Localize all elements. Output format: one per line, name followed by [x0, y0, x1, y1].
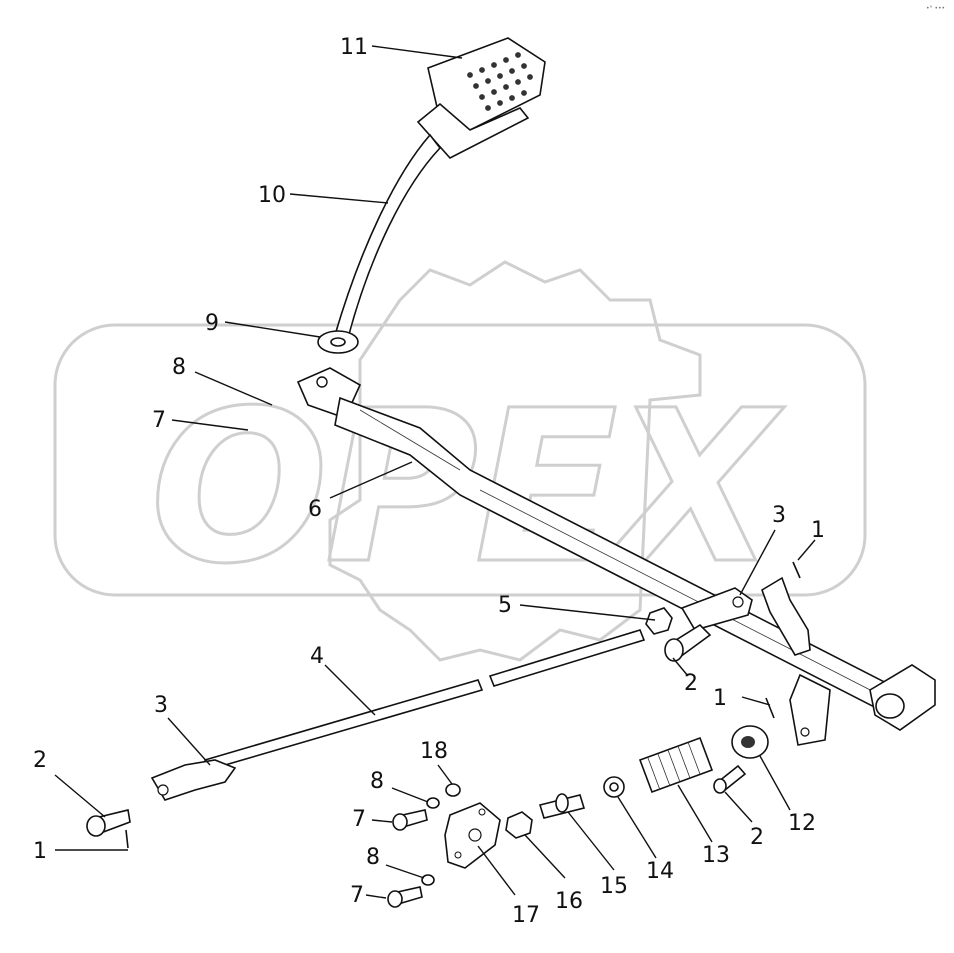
- bolt-7-middle: [392, 809, 428, 831]
- callout-18: 18: [420, 739, 448, 764]
- callout-15: 15: [600, 874, 628, 899]
- leader-lines: [54, 45, 816, 899]
- callout-1: 1: [811, 518, 825, 543]
- callout-8: 8: [370, 769, 384, 794]
- callout-14: 14: [646, 859, 674, 884]
- main-lever: [296, 367, 936, 746]
- callout-6: 6: [308, 497, 322, 522]
- mounting-plate-17: [444, 802, 501, 869]
- pedal-arm: [333, 133, 442, 339]
- callout-2: 2: [684, 671, 698, 696]
- cap-12: [731, 725, 769, 759]
- callout-10: 10: [258, 183, 286, 208]
- callout-labels: 11 10 9 8 7 6 3 1 5 2 4 3 1 2 1 18 8 7 8…: [33, 35, 825, 928]
- washer-9-hole: [330, 337, 346, 347]
- lever-bracket: [761, 576, 811, 656]
- callout-5: 5: [498, 593, 512, 618]
- cotter-pin-middle: [765, 697, 775, 719]
- clevis-upper: [680, 587, 753, 631]
- washer-14-hole: [609, 782, 619, 792]
- washer-8-lower: [421, 874, 435, 886]
- callout-3: 3: [772, 503, 786, 528]
- bolt-7-lower: [387, 886, 423, 908]
- washer-8-middle: [426, 797, 440, 809]
- bolt-2-middle: [664, 623, 712, 662]
- callout-7: 7: [352, 807, 366, 832]
- callout-4: 4: [310, 644, 324, 669]
- callout-13: 13: [702, 843, 730, 868]
- washer-18: [445, 783, 461, 797]
- callout-2: 2: [750, 825, 764, 850]
- callout-8: 8: [366, 845, 380, 870]
- pedal-pad: [416, 37, 546, 159]
- nut-16: [505, 811, 533, 839]
- stud-15: [538, 793, 586, 819]
- callout-12: 12: [788, 811, 816, 836]
- nut-5: [645, 607, 673, 635]
- cotter-pin-upper: [792, 561, 801, 579]
- callout-7: 7: [350, 883, 364, 908]
- callout-2: 2: [33, 748, 47, 773]
- callout-17: 17: [512, 903, 540, 928]
- clevis-lower: [150, 759, 237, 801]
- callout-8: 8: [172, 355, 186, 380]
- callout-16: 16: [555, 889, 583, 914]
- callout-1: 1: [713, 686, 727, 711]
- callout-3: 3: [154, 693, 168, 718]
- callout-11: 11: [340, 35, 368, 60]
- callout-1: 1: [33, 839, 47, 864]
- cotter-pin-left: [125, 829, 129, 849]
- bolt-2-right: [713, 764, 747, 794]
- spring-13: [638, 736, 714, 794]
- callout-9: 9: [205, 311, 219, 336]
- corner-mark: •° •••: [926, 5, 945, 12]
- callout-7: 7: [152, 408, 166, 433]
- bolt-2-left: [86, 809, 131, 837]
